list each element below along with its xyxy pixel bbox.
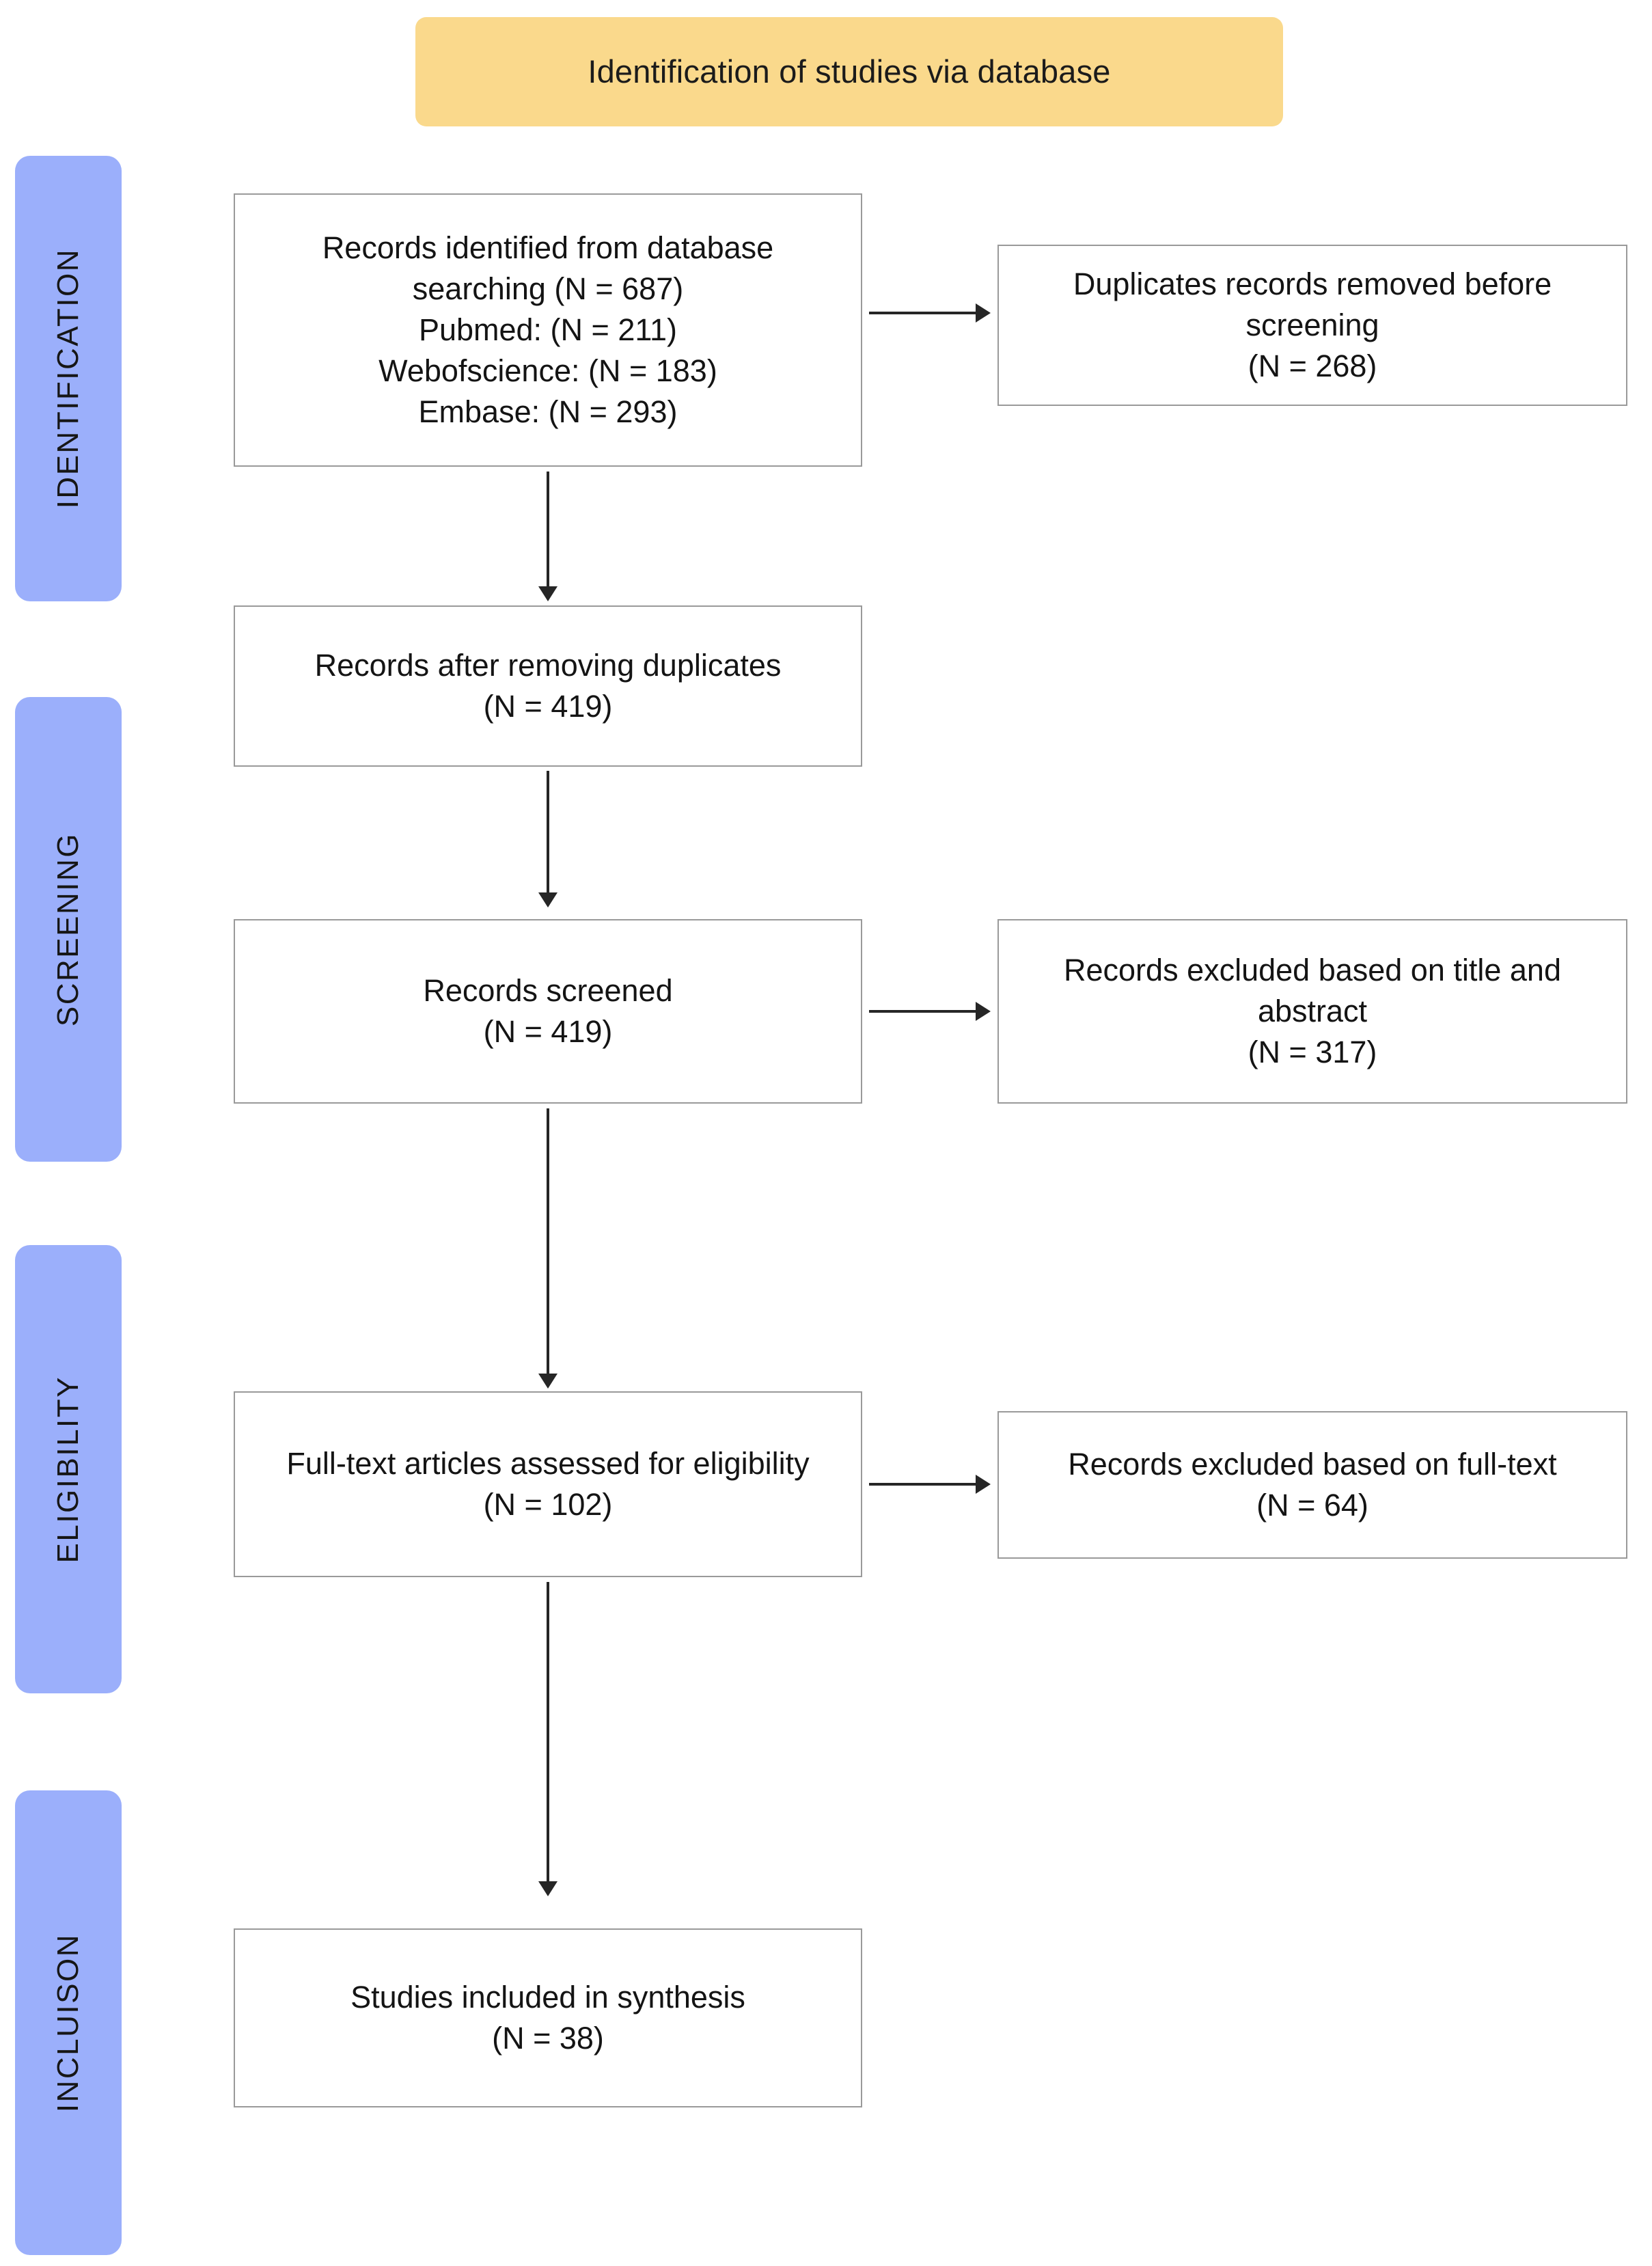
arrow-after-duplicates-to-screened [536,771,560,907]
stage-bar-eligibility: ELIGIBILITY [15,1245,122,1693]
stage-bar-screening: SCREENING [15,697,122,1162]
diagram-title-banner: Identification of studies via database [415,17,1283,126]
arrow-screened-to-excluded-title [869,999,991,1024]
stage-label-inclusion: INCLUISON [51,1933,85,2113]
box-records-identified: Records identified from database searchi… [234,193,862,467]
box-excluded-title-abstract: Records excluded based on title and abst… [997,919,1627,1104]
arrow-fulltext-to-excluded-fulltext [869,1472,991,1497]
box-duplicates-removed: Duplicates records removed before screen… [997,245,1627,406]
box-fulltext-assessed: Full-text articles assessed for eligibil… [234,1391,862,1577]
stage-label-identification: IDENTIFICATION [51,248,85,509]
box-records-after-duplicates-text: Records after removing duplicates (N = 4… [314,648,782,724]
diagram-title: Identification of studies via database [588,53,1111,90]
box-excluded-fulltext: Records excluded based on full-text (N =… [997,1411,1627,1559]
stage-label-screening: SCREENING [51,832,85,1027]
box-duplicates-removed-text: Duplicates records removed before screen… [1073,267,1552,383]
box-studies-included: Studies included in synthesis (N = 38) [234,1928,862,2107]
stage-bar-inclusion: INCLUISON [15,1790,122,2255]
box-studies-included-text: Studies included in synthesis (N = 38) [350,1980,745,2056]
box-records-screened: Records screened (N = 419) [234,919,862,1104]
box-excluded-fulltext-text: Records excluded based on full-text (N =… [1068,1447,1557,1523]
arrow-identified-to-duplicates [869,301,991,325]
box-records-identified-text: Records identified from database searchi… [322,230,774,429]
arrow-screened-to-fulltext [536,1108,560,1389]
box-records-screened-text: Records screened (N = 419) [423,973,673,1049]
stage-label-eligibility: ELIGIBILITY [51,1375,85,1564]
stage-bar-identification: IDENTIFICATION [15,156,122,601]
arrow-fulltext-to-included [536,1582,560,1896]
box-records-after-duplicates: Records after removing duplicates (N = 4… [234,605,862,767]
box-fulltext-assessed-text: Full-text articles assessed for eligibil… [286,1446,810,1522]
arrow-identified-to-after-duplicates [536,472,560,601]
box-excluded-title-abstract-text: Records excluded based on title and abst… [1064,953,1561,1069]
